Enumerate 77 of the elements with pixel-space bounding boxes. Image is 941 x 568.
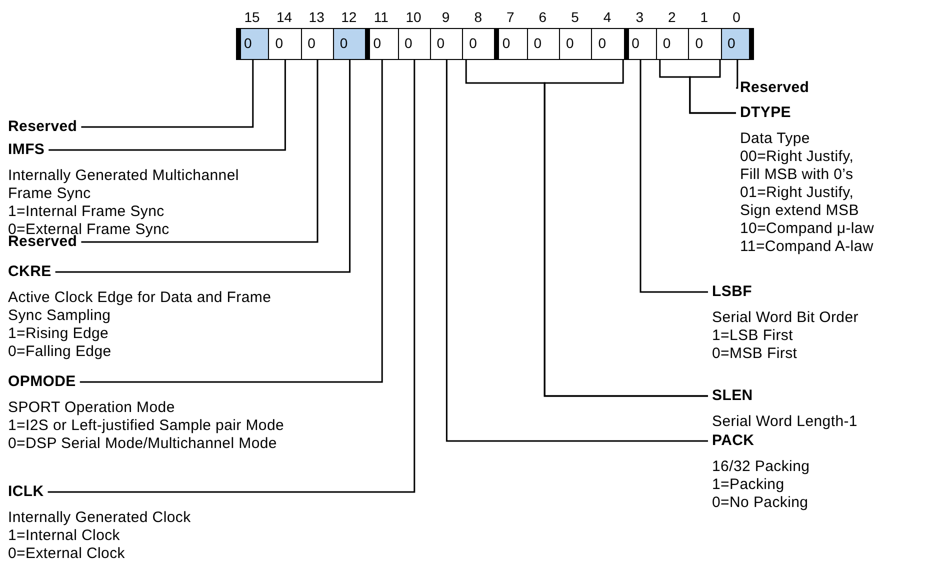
bit-cell: 0	[591, 28, 626, 60]
field-description: 00=Right Justify, Fill MSB with 0’s	[740, 148, 855, 184]
leader-line	[81, 60, 254, 128]
bit-cell: 0	[720, 28, 754, 60]
bit-number: 12	[340, 9, 358, 25]
field-description: Active Clock Edge for Data and Frame Sync Sampling	[8, 289, 272, 325]
field-name: SLEN	[712, 387, 753, 405]
field-description: 0=MSB First	[712, 345, 798, 363]
bit-cell: 0	[494, 28, 528, 60]
bit-number: 11	[372, 9, 390, 25]
field-name: Reserved	[8, 233, 78, 251]
bit-cell: 0	[236, 28, 270, 60]
bit-number: 14	[276, 9, 294, 25]
field-description: 1=Packing	[712, 476, 786, 494]
bit-number: 15	[243, 9, 261, 25]
field-description: 01=Right Justify, Sign extend MSB	[740, 184, 860, 220]
leader-line	[81, 60, 318, 243]
bit-number: 6	[538, 9, 548, 25]
field-description: 10=Compand μ-law	[740, 220, 875, 238]
field-description: SPORT Operation Mode	[8, 399, 176, 417]
bit-number: 4	[602, 9, 612, 25]
bit-number: 1	[699, 9, 710, 25]
bit-cell: 0	[332, 28, 367, 60]
field-name: CKRE	[8, 263, 52, 281]
bit-number: 5	[570, 9, 580, 25]
leader-line	[80, 60, 383, 383]
field-description: 1=Internal Frame Sync	[8, 203, 166, 221]
field-description: 0=DSP Serial Mode/Multichannel Mode	[8, 435, 278, 453]
bit-cell: 0	[462, 28, 496, 60]
field-description: 1=I2S or Left-justified Sample pair Mode	[8, 417, 286, 435]
field-description: 1=LSB First	[712, 327, 794, 345]
bit-cell: 0	[624, 28, 658, 60]
bit-cell: 0	[559, 28, 593, 60]
field-description: Serial Word Bit Order	[712, 309, 860, 327]
field-description: 1=Internal Clock	[8, 527, 122, 545]
field-name: Reserved	[740, 79, 810, 97]
field-description: Serial Word Length-1	[712, 413, 858, 431]
bit-cell: 0	[365, 28, 399, 60]
leader-line	[736, 60, 738, 89]
leader-line	[640, 60, 708, 293]
field-description: 0=External Clock	[8, 545, 126, 563]
bit-cell: 0	[688, 28, 722, 60]
bit-cell: 0	[268, 28, 302, 60]
bit-number: 2	[666, 9, 677, 25]
field-description: Data Type	[740, 130, 811, 148]
field-description: Internally Generated Multichannel Frame Sync	[8, 167, 240, 203]
bit-number: 0	[732, 9, 742, 25]
field-description: 1=Rising Edge	[8, 325, 110, 343]
field-name: ICLK	[8, 483, 44, 501]
field-name: LSBF	[712, 283, 752, 301]
bit-number: 13	[308, 9, 326, 25]
field-name: DTYPE	[740, 104, 792, 122]
bit-cell: 0	[398, 28, 432, 60]
field-name: OPMODE	[8, 373, 76, 391]
bit-number: 3	[634, 9, 644, 25]
bit-number: 10	[404, 9, 422, 25]
bit-cell: 0	[526, 28, 560, 60]
leader-line	[689, 60, 736, 114]
field-description: Internally Generated Clock	[8, 509, 192, 527]
bit-cell: 0	[430, 28, 464, 60]
leader-line	[446, 60, 708, 442]
field-description: 0=No Packing	[712, 494, 810, 512]
leader-line	[55, 60, 351, 273]
leader-line	[48, 60, 286, 151]
field-name: IMFS	[8, 141, 45, 159]
leader-line	[544, 60, 708, 397]
field-name: Reserved	[8, 118, 78, 136]
bit-number: 9	[440, 9, 451, 25]
bit-cell: 0	[300, 28, 334, 60]
bit-number: 7	[505, 9, 516, 25]
field-name: PACK	[712, 432, 754, 450]
field-description: 16/32 Packing	[712, 458, 811, 476]
field-description: 11=Compand A-law	[740, 238, 874, 256]
leader-line	[48, 60, 416, 493]
field-description: 0=Falling Edge	[8, 343, 112, 361]
bit-number: 8	[473, 9, 483, 25]
bit-cell: 0	[656, 28, 690, 60]
